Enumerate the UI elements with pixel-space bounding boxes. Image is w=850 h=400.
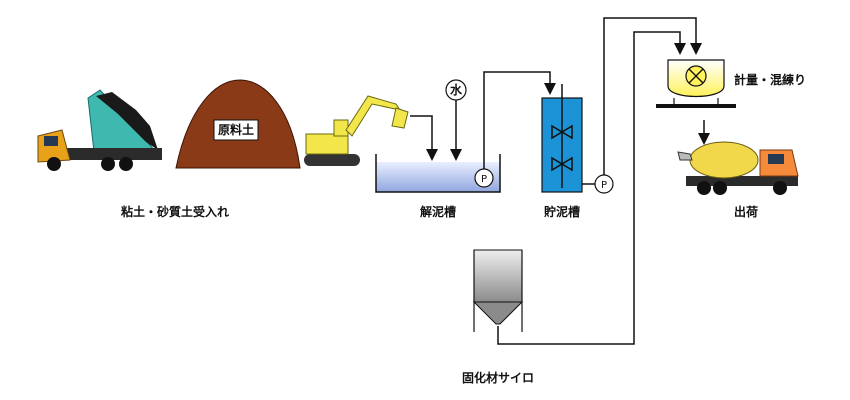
water-label: 水 xyxy=(450,82,463,97)
mound-label: 原料土 xyxy=(218,122,254,137)
dump-truck-area-label: 粘土・砂質土受入れ xyxy=(121,204,229,219)
truck-frame xyxy=(52,148,162,160)
storage-tank-label: 貯泥槽 xyxy=(544,204,580,219)
excavator-feed-line xyxy=(410,115,438,161)
agitator xyxy=(551,84,573,188)
silo-label: 固化材サイロ xyxy=(462,370,534,385)
mixer-chute xyxy=(677,151,693,161)
dissolve-tank-wall xyxy=(375,154,501,193)
excavator-bucket xyxy=(391,107,409,129)
mixer-legs xyxy=(673,98,719,104)
mixer-platform xyxy=(656,104,736,108)
excavator-boom xyxy=(345,95,402,137)
pump-2-label: P xyxy=(601,180,607,191)
silo-body xyxy=(473,249,523,303)
dissolve-tank-label: 解泥槽 xyxy=(420,204,456,219)
silo-hopper xyxy=(472,301,524,325)
mixer-valve-cross xyxy=(688,68,704,84)
excavator xyxy=(304,95,409,166)
mixer-truck xyxy=(677,141,799,195)
mixer-truck-window xyxy=(768,154,784,164)
excavator-track xyxy=(304,154,360,166)
soil-load xyxy=(96,92,158,150)
transfer-line-1 xyxy=(483,71,556,169)
excavator-cab xyxy=(333,119,349,137)
mound-label-box xyxy=(213,119,259,141)
truck-wheels xyxy=(47,157,133,171)
mixer-drum xyxy=(689,141,759,179)
transfer-line-3 xyxy=(497,31,686,345)
silo-frame xyxy=(473,250,523,332)
dump-truck xyxy=(37,89,162,171)
transfer-line-2 xyxy=(603,17,702,175)
mixer-truck-wheels xyxy=(697,181,787,195)
mixer-label: 計量・混練り xyxy=(734,72,806,87)
pump-1-label: P xyxy=(481,174,487,185)
excavator-body xyxy=(305,133,349,155)
cab-window xyxy=(44,136,58,146)
mixer-truck-chassis xyxy=(686,176,798,186)
shipping-label: 出荷 xyxy=(734,204,758,219)
